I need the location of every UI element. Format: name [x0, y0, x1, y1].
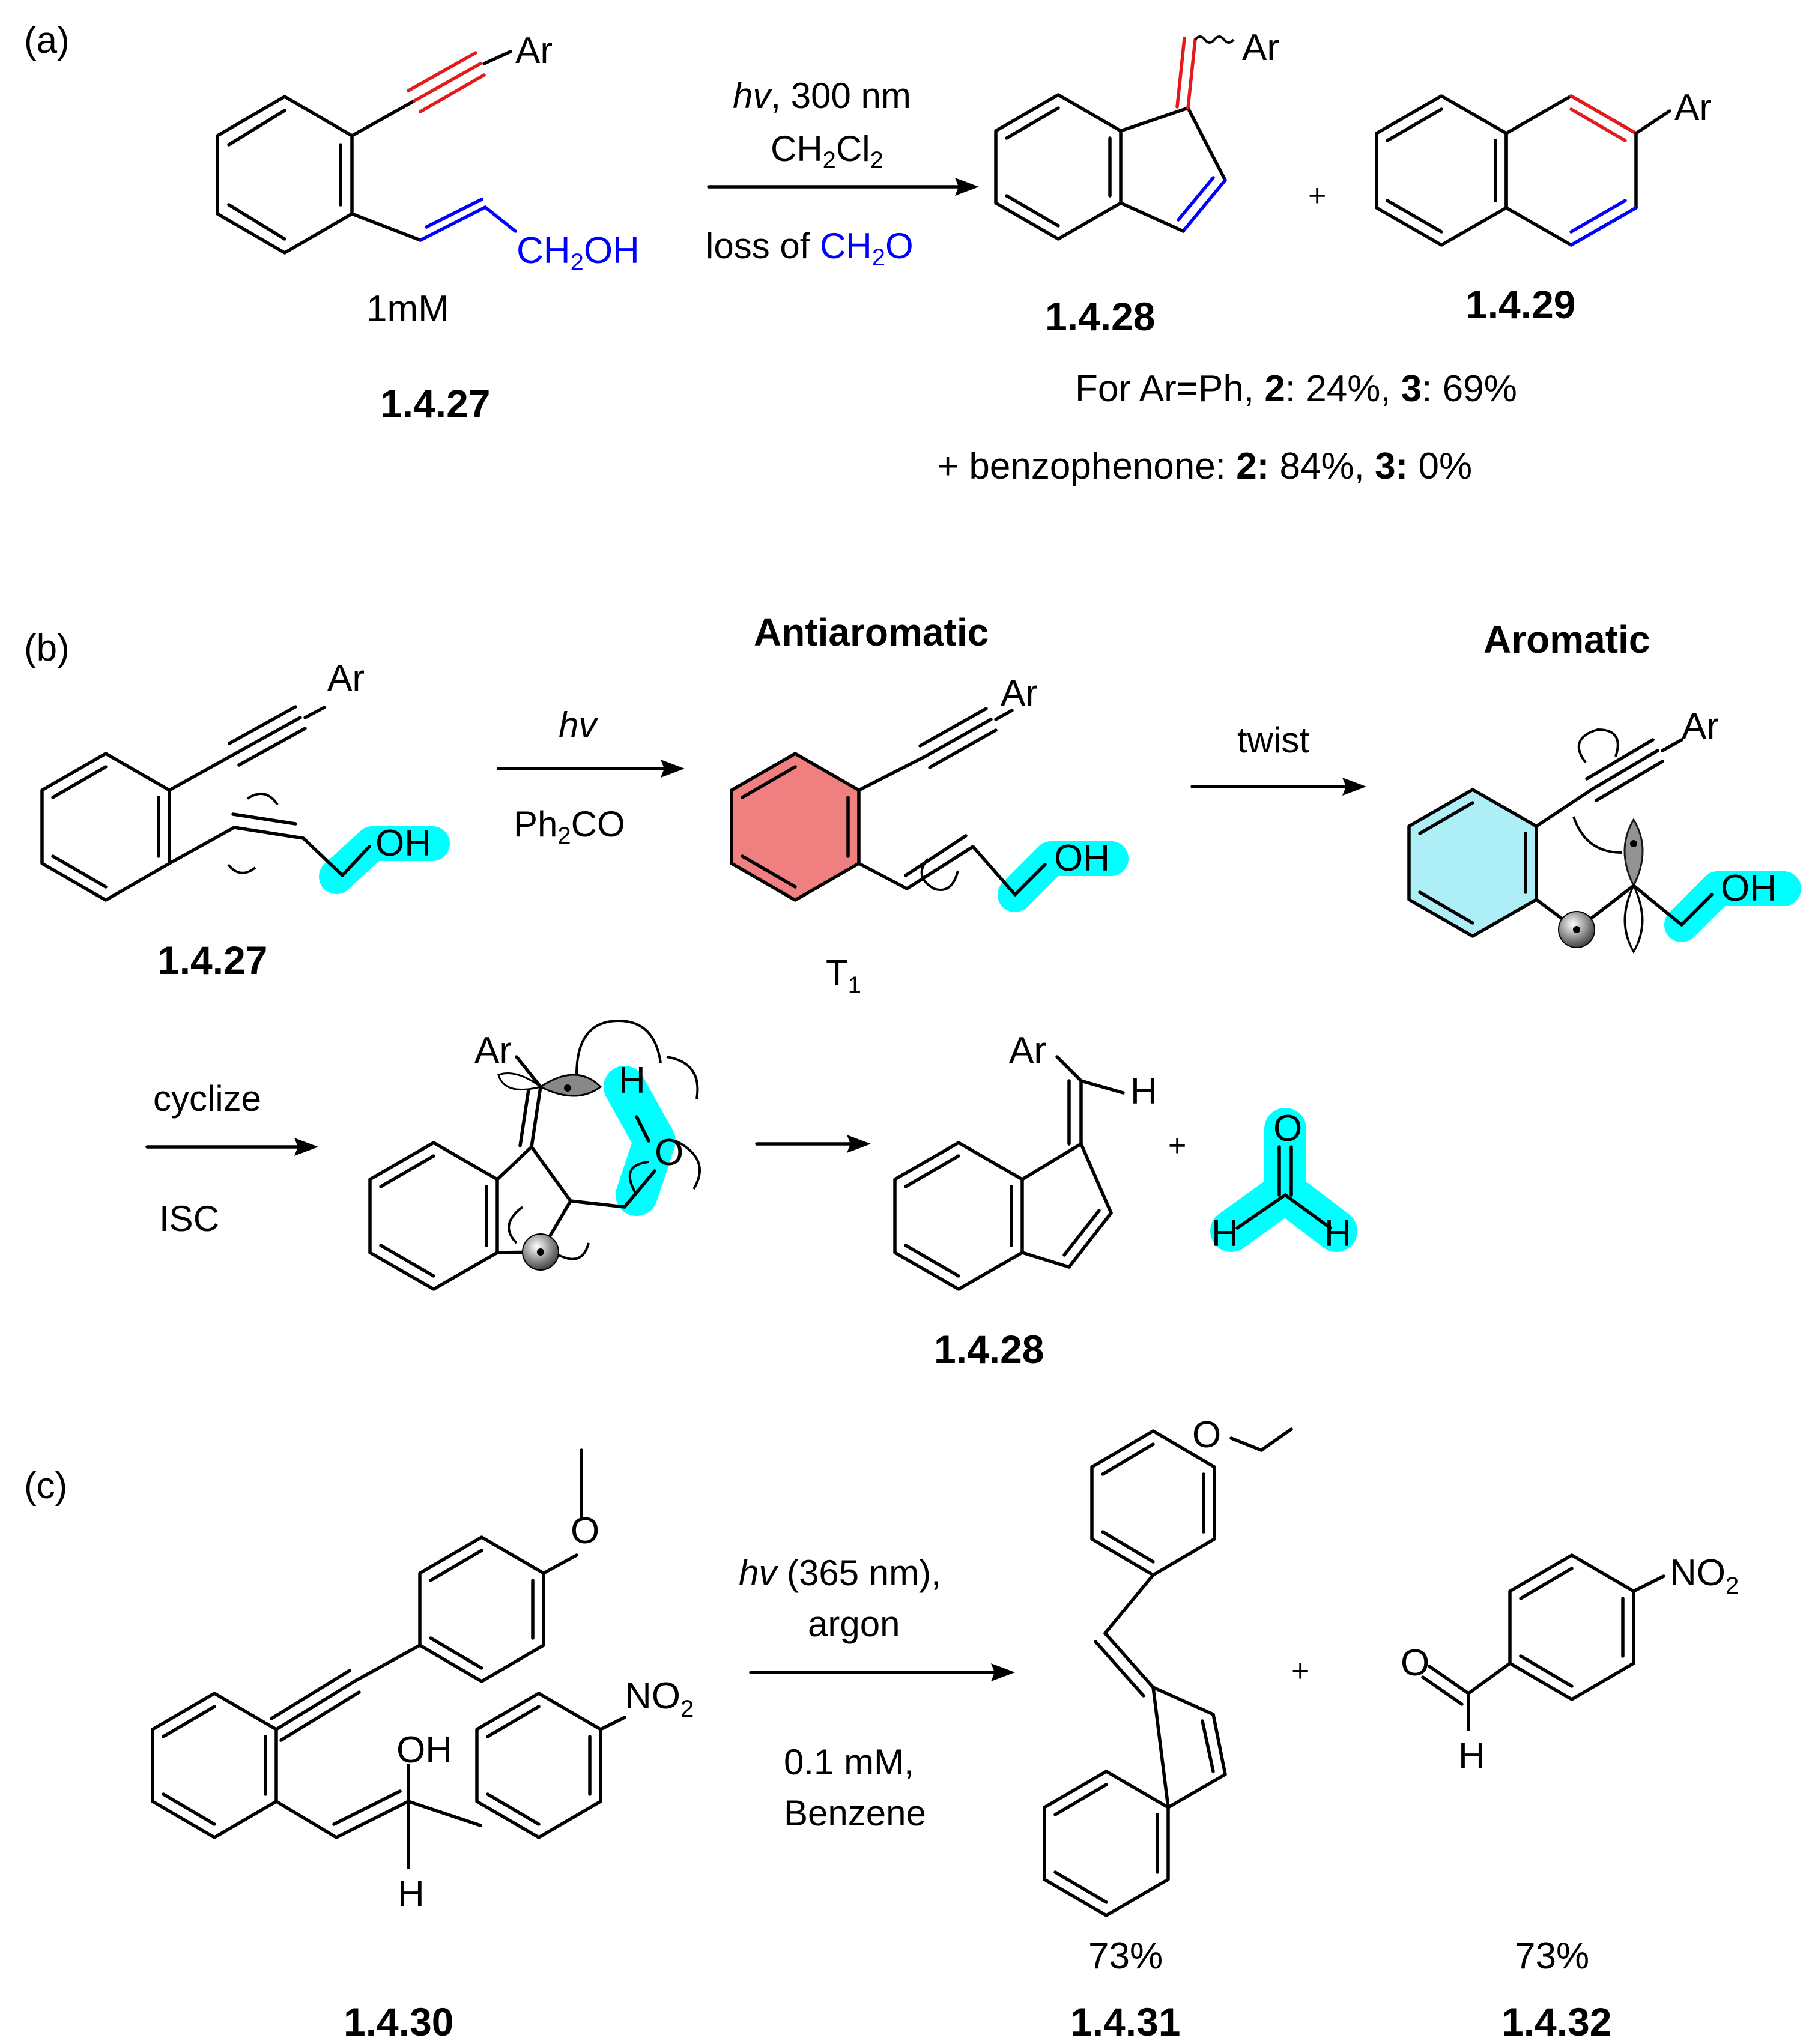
a-arrow-line2: CH2Cl2 — [771, 129, 883, 174]
a-arrow-line3: loss of CH2O — [706, 226, 914, 271]
b-twisted-oh: OH — [1721, 868, 1777, 909]
molecule-1-4-29-a — [1375, 94, 1671, 247]
b-prod-h: H — [1130, 1071, 1157, 1112]
b-triplet-oh: OH — [1054, 838, 1110, 879]
c-start-o: O — [571, 1510, 599, 1552]
a-results-row1: For Ar=Ph, 2: 24%, 3: 69% — [1075, 368, 1517, 410]
c-p1-o: O — [1192, 1414, 1221, 1456]
b-arrow2-top: twist — [1237, 720, 1309, 760]
c-arrow-line1: hv (365 nm), — [739, 1553, 941, 1593]
c-start-oh: OH — [396, 1729, 452, 1771]
b-start-id: 1.4.27 — [157, 938, 268, 982]
c-arrow-line4: Benzene — [784, 1793, 926, 1833]
c-p1-id: 1.4.31 — [1070, 2000, 1181, 2044]
molecule-1-4-27-b — [40, 705, 450, 902]
c-p2-o: O — [1401, 1642, 1429, 1684]
a-start-id: 1.4.27 — [380, 381, 491, 426]
c-p1-yield: 73% — [1088, 1935, 1163, 1977]
a-p2-id: 1.4.29 — [1465, 282, 1576, 327]
b-twisted-ar: Ar — [1682, 706, 1719, 747]
b-antiaromatic-heading: Antiaromatic — [754, 611, 989, 654]
c-p2-yield: 73% — [1515, 1935, 1589, 1977]
a-p1-id: 1.4.28 — [1045, 294, 1156, 339]
antiaromatic-ring-fill — [732, 754, 859, 900]
molecule-1-4-28-b — [893, 1055, 1125, 1291]
b-aromatic-heading: Aromatic — [1483, 618, 1650, 661]
b-triplet-ar: Ar — [1001, 673, 1038, 714]
b-int-h: H — [619, 1060, 646, 1101]
panel-c-label: (c) — [24, 1465, 67, 1507]
aromatic-ring-fill — [1409, 790, 1536, 936]
b-start-oh: OH — [375, 823, 431, 864]
c-start-id: 1.4.30 — [344, 2000, 454, 2044]
b-int-o: O — [655, 1132, 683, 1173]
a-arrow-line1: hv, 300 nm — [733, 76, 911, 116]
c-arrow-line2: argon — [808, 1604, 900, 1644]
molecule-1-4-27-a — [216, 50, 517, 255]
a-start-ar: Ar — [515, 30, 553, 71]
b-arrow1-bottom: Ph2CO — [514, 804, 625, 849]
b-arrow1-top: hv — [559, 705, 598, 745]
b-prod-id: 1.4.28 — [934, 1327, 1044, 1371]
b-plus: + — [1168, 1128, 1186, 1163]
b-prod-ar: Ar — [1009, 1030, 1046, 1071]
molecule-triplet-t1 — [730, 707, 1129, 912]
b-start-ar: Ar — [327, 658, 365, 699]
a-p1-ar: Ar — [1242, 27, 1279, 68]
molecule-cyclized-intermediate — [368, 1019, 701, 1291]
a-start-conc: 1mM — [366, 288, 449, 330]
molecule-1-4-32 — [1421, 1553, 1665, 1731]
b-arrow3-bottom: ISC — [159, 1199, 219, 1239]
c-plus: + — [1291, 1654, 1309, 1689]
a-start-ch2oh: CH2OH — [517, 230, 640, 276]
b-form-h2: H — [1324, 1213, 1351, 1254]
c-p2-id: 1.4.32 — [1501, 2000, 1612, 2044]
c-arrow-line3: 0.1 mM, — [784, 1742, 914, 1782]
panel-b-label: (b) — [24, 627, 70, 669]
a-p2-ar: Ar — [1674, 87, 1712, 129]
b-arrow3-top: cyclize — [153, 1078, 261, 1119]
molecule-twisted-aromatic — [1407, 728, 1801, 954]
molecule-1-4-31 — [1043, 1427, 1293, 1917]
b-triplet-state: T1 — [826, 952, 861, 999]
molecule-1-4-30 — [151, 1448, 626, 1869]
c-p2-no2: NO2 — [1670, 1552, 1739, 1599]
b-form-o: O — [1273, 1108, 1302, 1149]
b-int-ar: Ar — [474, 1030, 512, 1071]
a-plus: + — [1308, 178, 1326, 213]
c-start-no2: NO2 — [625, 1675, 694, 1722]
panel-a-label: (a) — [24, 20, 70, 61]
molecule-1-4-28-a — [994, 35, 1235, 241]
c-start-h: H — [398, 1873, 425, 1915]
molecule-formaldehyde — [1210, 1108, 1357, 1252]
b-form-h1: H — [1211, 1213, 1238, 1254]
a-results-row2: + benzophenone: 2: 84%, 3: 0% — [937, 446, 1472, 487]
c-p2-h: H — [1458, 1735, 1485, 1777]
